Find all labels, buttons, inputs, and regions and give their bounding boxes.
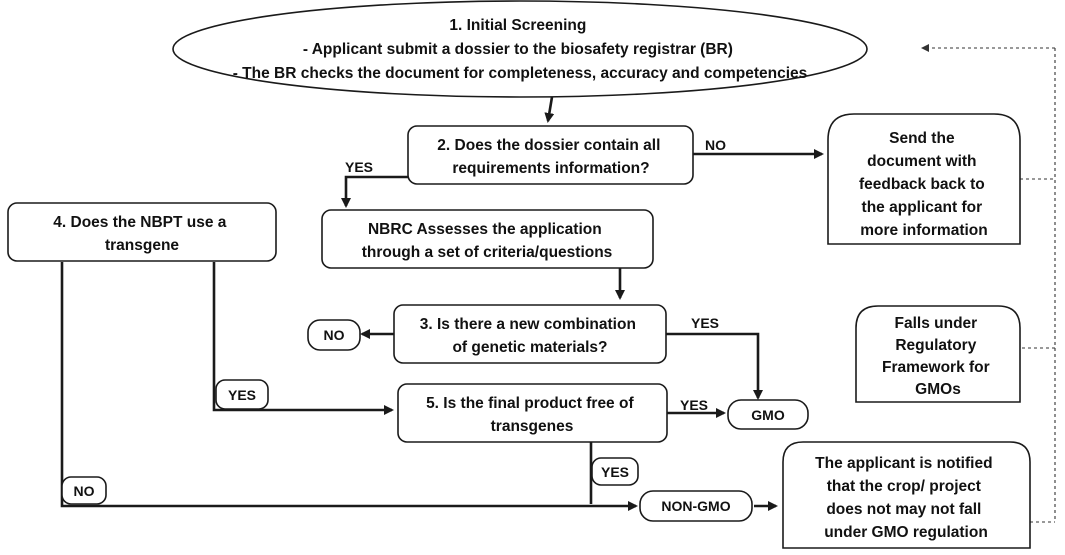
label-transgene-yes-box: [215, 379, 269, 410]
node-no-outcome: NO: [307, 319, 361, 351]
nbpt-transgene-text: 4. Does the NBPT use a transgene: [53, 214, 230, 254]
node-regulatory: Falls under Regulatory Framework for GMO…: [855, 305, 1021, 403]
nbrc-assess-box: [321, 209, 654, 269]
node-notified: The applicant is notified that the crop/…: [782, 441, 1031, 549]
label-combination-yes: YES: [691, 315, 719, 331]
new-combination-text: 3. Is there a new combination of genetic…: [420, 316, 641, 356]
label-transgene-yes: YES: [228, 387, 256, 403]
notified-text: The applicant is notified that the crop/…: [815, 455, 997, 541]
dossier-check-text: 2. Does the dossier contain all requirem…: [437, 137, 664, 177]
regulatory-text: Falls under Regulatory Framework for GMO…: [882, 315, 994, 398]
dossier-check-box: [407, 125, 694, 185]
no-outcome-text: NO: [324, 327, 345, 343]
non-gmo-box: [639, 490, 753, 522]
node-new-combination: 3. Is there a new combination of genetic…: [393, 304, 667, 364]
non-gmo-text: NON-GMO: [661, 498, 730, 514]
new-combination-box: [393, 304, 667, 364]
label-transgene-no: NO: [74, 483, 95, 499]
nbrc-assess-text: NBRC Assesses the application through a …: [362, 221, 613, 261]
arrow-dossier-yes-to-assess: [341, 175, 408, 208]
notified-box: [782, 441, 1031, 549]
final-product-text: 5. Is the final product free of transgen…: [426, 395, 638, 435]
arrow-screening-to-dossier: [544, 96, 555, 123]
label-dossier-yes: YES: [345, 159, 373, 175]
nbpt-transgene-box: [7, 202, 277, 262]
arrow-combination-yes-to-gmo: [666, 332, 763, 400]
arrow-transgene-yes-to-final: [212, 262, 394, 415]
initial-screening-ellipse: [172, 0, 868, 98]
regulatory-box: [855, 305, 1021, 403]
label-final-yes-down-box: [591, 457, 639, 486]
node-gmo: GMO: [727, 399, 809, 430]
send-back-box: [827, 113, 1021, 245]
final-product-box: [397, 383, 668, 443]
initial-screening-text: 1. Initial Screening - Applicant submit …: [233, 17, 808, 82]
node-send-back: Send the document with feedback back to …: [827, 113, 1021, 245]
label-transgene-no-box: [61, 476, 107, 505]
node-nbrc-assess: NBRC Assesses the application through a …: [321, 209, 654, 269]
node-nbpt-transgene: 4. Does the NBPT use a transgene: [7, 202, 277, 262]
connectors: [60, 44, 1056, 523]
gmo-box: [727, 399, 809, 430]
node-dossier-check: 2. Does the dossier contain all requirem…: [407, 125, 694, 185]
no-outcome-box: [307, 319, 361, 351]
arrow-transgene-no-to-non-gmo: [60, 262, 638, 511]
label-final-yes-down: YES: [601, 464, 629, 480]
label-dossier-no: NO: [705, 137, 726, 153]
node-initial-screening: 1. Initial Screening - Applicant submit …: [172, 0, 868, 98]
send-back-text: Send the document with feedback back to …: [859, 130, 989, 239]
edge-labels: NO YES YES YES YES YES NO: [61, 137, 726, 505]
label-final-yes-gmo: YES: [680, 397, 708, 413]
node-final-product: 5. Is the final product free of transgen…: [397, 383, 668, 443]
node-non-gmo: NON-GMO: [639, 490, 753, 522]
gmo-text: GMO: [751, 407, 785, 423]
